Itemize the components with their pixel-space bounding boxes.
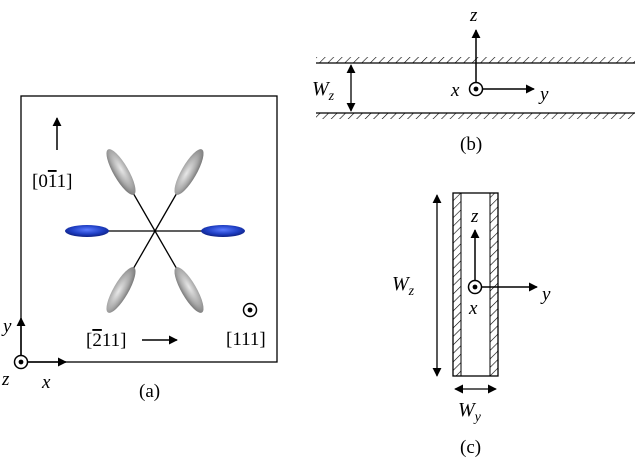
gray-ellipsoid-lower-right: [174, 267, 204, 313]
direction-out-label: [111]: [226, 329, 266, 350]
axis-z-label: z: [1, 369, 10, 390]
panel-a-frame: [20, 95, 278, 363]
panel-a-caption: (a): [139, 381, 160, 402]
blue-ellipsoid-right: [201, 225, 245, 237]
axis-x-label: x: [41, 372, 51, 393]
panel-b-axis-y: y: [538, 84, 549, 105]
panel-c-axis-z: z: [470, 206, 479, 227]
panel-c-axis-y: y: [540, 284, 551, 305]
panel-b: Wz z y x (b): [312, 5, 635, 155]
axis-y-label: y: [1, 316, 12, 337]
panel-c-width-label: Wy: [458, 399, 482, 425]
gray-ellipsoid-upper-right: [174, 149, 204, 195]
panel-c-height-label: Wz: [392, 273, 415, 299]
panel-b-caption: (b): [460, 134, 482, 155]
panel-a: [011] [211] [111] y x z (a): [1, 95, 278, 402]
panel-b-width-label: Wz: [312, 78, 335, 104]
panel-c-axis-x: x: [468, 298, 478, 319]
direction-right-label: [211]: [86, 330, 126, 351]
panel-c-frame: [452, 192, 499, 377]
gray-ellipsoid-lower-left: [106, 267, 136, 313]
direction-up-label: [011]: [32, 171, 72, 192]
panel-b-axis-x: x: [450, 80, 460, 101]
panel-c: Wz Wy z y x (c): [392, 192, 551, 458]
blue-ellipsoid-left: [65, 225, 109, 237]
panel-b-axis-z: z: [469, 5, 478, 26]
panel-c-caption: (c): [460, 437, 481, 458]
out-of-plane-dot: [247, 307, 253, 313]
gray-ellipsoid-upper-left: [106, 149, 136, 195]
panel-a-axes: y x z: [1, 316, 67, 393]
